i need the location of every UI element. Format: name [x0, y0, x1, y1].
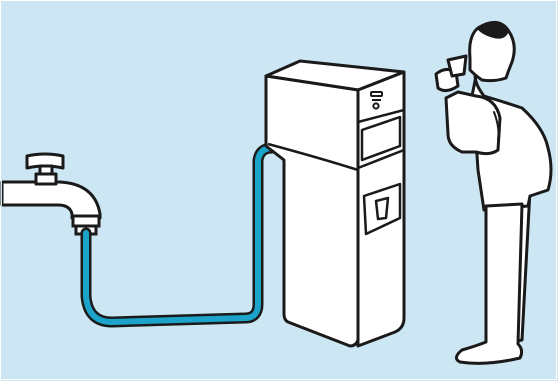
water-hose	[80, 142, 278, 328]
faucet-icon	[25, 152, 65, 186]
control-panel	[370, 91, 383, 110]
cup-icon	[374, 196, 390, 221]
person-drinking	[434, 21, 553, 365]
